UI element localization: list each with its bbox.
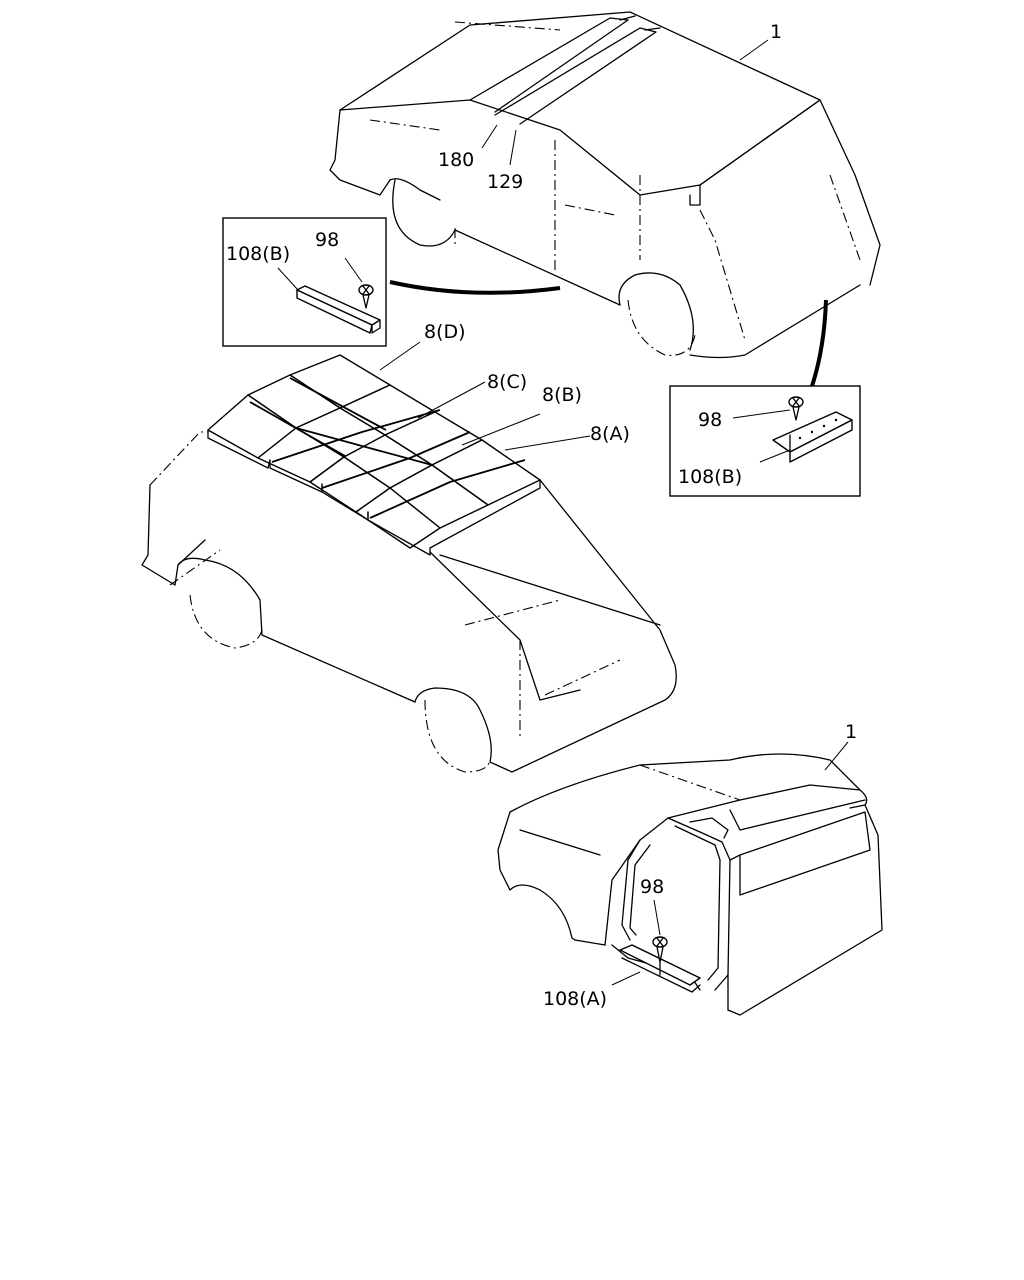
- callout-8d: 8(D): [424, 321, 466, 343]
- inset-left: 108(B) 98: [222, 217, 387, 347]
- screw-icon: [788, 396, 804, 421]
- inset-left-bracket-label: 108(B): [226, 243, 290, 265]
- bottom-vehicle-body: [497, 753, 883, 1016]
- middle-vehicle: [141, 431, 677, 773]
- bracket-icon: [772, 411, 853, 463]
- svg-text:180: 180: [438, 149, 474, 171]
- inset-left-screw-label: 98: [315, 229, 339, 251]
- inset-right-screw-label: 98: [698, 409, 722, 431]
- callout-1-bottom: 1: [845, 721, 857, 743]
- callout-8a: 8(A): [590, 423, 630, 445]
- callout-180: 180: [438, 149, 474, 171]
- bracket-icon: [296, 285, 381, 334]
- callout-108a: 108(A): [543, 988, 607, 1010]
- inset-right: 98 108(B): [669, 385, 861, 497]
- svg-text:1: 1: [770, 21, 782, 43]
- roof-pads: [207, 354, 541, 556]
- callout-1-top: 1: [770, 21, 782, 43]
- screw-icon: [358, 284, 374, 309]
- inset-right-bracket-label: 108(B): [678, 466, 742, 488]
- screw-icon: [652, 936, 668, 976]
- top-vehicle-body: [329, 11, 881, 359]
- callout-129: 129: [487, 171, 523, 193]
- callout-8b: 8(B): [542, 384, 582, 406]
- callout-98-bottom: 98: [640, 876, 664, 898]
- callout-8c: 8(C): [487, 371, 527, 393]
- svg-text:129: 129: [487, 171, 523, 193]
